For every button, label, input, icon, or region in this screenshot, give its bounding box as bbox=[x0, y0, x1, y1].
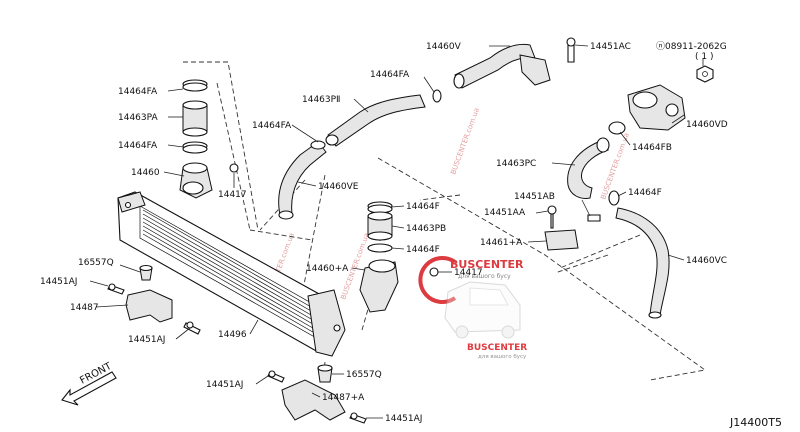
label-14464F-b: 14464F bbox=[406, 245, 440, 255]
label-14464FA-upper: 14464FA bbox=[252, 121, 292, 131]
label-14451AJ-low: 14451AJ bbox=[128, 335, 165, 345]
label-14460VE: 14460VE bbox=[318, 182, 359, 192]
clamp-14464F-b bbox=[367, 243, 393, 253]
hose-14460VE bbox=[278, 141, 327, 216]
part-labels: 14464FA 14463PA 14464FA 14460 14417 1655… bbox=[40, 41, 728, 424]
label-14464FB: 14464FB bbox=[632, 143, 672, 153]
middle-hose-group bbox=[278, 89, 442, 220]
bolt-14451AA bbox=[547, 205, 557, 215]
front-arrow-icon bbox=[61, 371, 117, 406]
nut-08911 bbox=[696, 65, 714, 83]
bolt-14451AB bbox=[587, 214, 601, 222]
front-direction-indicator: FRONT bbox=[61, 360, 117, 406]
hose-14463PII bbox=[327, 94, 426, 147]
label-14451AJ-left: 14451AJ bbox=[40, 277, 77, 287]
clamp-14464FB bbox=[608, 121, 626, 135]
label-14460A: 14460+A bbox=[306, 264, 349, 274]
clamp-14464FA-upper bbox=[310, 140, 326, 150]
label-14496: 14496 bbox=[218, 330, 247, 340]
logo-tagline-lower: для вашого бусу bbox=[478, 354, 527, 360]
watermark-logo: BUSCENTER для вашого бусу BUSCENTER для … bbox=[418, 256, 527, 360]
intercooler-core bbox=[117, 191, 346, 357]
bottom-bracket-group bbox=[267, 364, 367, 424]
hose-14463PC bbox=[567, 141, 610, 199]
clamp-14464F-c bbox=[608, 190, 620, 206]
nut-14417-a bbox=[229, 163, 239, 173]
bracket-14487 bbox=[125, 289, 173, 323]
label-08911-2062G: ⓝ08911-2062G bbox=[656, 41, 727, 52]
bracket-14461A bbox=[544, 229, 579, 251]
bracket-14460V bbox=[519, 54, 551, 86]
bracket-14487A bbox=[281, 379, 346, 421]
label-14460: 14460 bbox=[131, 168, 160, 178]
logo-ring bbox=[418, 256, 457, 304]
leader-lines bbox=[89, 44, 704, 419]
label-14463PII: 14463PⅡ bbox=[302, 95, 341, 105]
hose-14460VC bbox=[615, 207, 670, 316]
label-08911-qty: ( 1 ) bbox=[695, 52, 713, 62]
label-14464F-c: 14464F bbox=[628, 188, 662, 198]
label-14487A: 14487+A bbox=[322, 393, 365, 403]
nut-14417-b bbox=[429, 267, 439, 277]
logo-tagline: для вашого бусу bbox=[458, 273, 511, 280]
label-14464FA-top: 14464FA bbox=[118, 87, 158, 97]
label-14417-a: 14417 bbox=[218, 190, 247, 200]
label-14461A: 14461+A bbox=[480, 238, 523, 248]
van-watermark bbox=[444, 281, 521, 339]
label-16557Q-low: 16557Q bbox=[346, 370, 382, 380]
top-hose-group bbox=[453, 37, 714, 89]
left-stack-parts bbox=[179, 79, 239, 199]
watermark-text-3: BUSCENTER.com.ua bbox=[449, 107, 481, 176]
center-stack-group bbox=[359, 201, 439, 313]
label-14451AJ-bottom: 14451AJ bbox=[206, 380, 243, 390]
clamp-14464FA-hose bbox=[432, 89, 442, 103]
logo-brand: BUSCENTER bbox=[450, 258, 524, 271]
label-14451AB: 14451AB bbox=[514, 192, 555, 202]
label-14464FA-hose: 14464FA bbox=[370, 70, 410, 80]
logo-brand-lower: BUSCENTER bbox=[467, 343, 527, 353]
right-duct-group bbox=[544, 84, 686, 319]
label-14460V: 14460V bbox=[426, 42, 462, 52]
label-14463PA: 14463PA bbox=[118, 113, 158, 123]
label-14417-b: 14417 bbox=[454, 268, 483, 278]
diagram-code: J14400T5 bbox=[729, 416, 782, 429]
label-16557Q-left: 16557Q bbox=[78, 258, 114, 268]
label-14463PB: 14463PB bbox=[406, 224, 446, 234]
label-14451AA: 14451AA bbox=[484, 208, 526, 218]
label-14464FA-mid: 14464FA bbox=[118, 141, 158, 151]
label-14464F-a: 14464F bbox=[406, 202, 440, 212]
label-14460VD: 14460VD bbox=[686, 120, 728, 130]
label-14463PC: 14463PC bbox=[496, 159, 536, 169]
left-lower-bracket bbox=[107, 264, 201, 335]
label-14460VC: 14460VC bbox=[686, 256, 727, 266]
label-14451AC: 14451AC bbox=[590, 42, 631, 52]
label-14487: 14487 bbox=[70, 303, 99, 313]
duct-14460A bbox=[359, 261, 399, 313]
dashed-relation-lines bbox=[183, 61, 707, 381]
label-14451AJ-br: 14451AJ bbox=[385, 414, 422, 424]
